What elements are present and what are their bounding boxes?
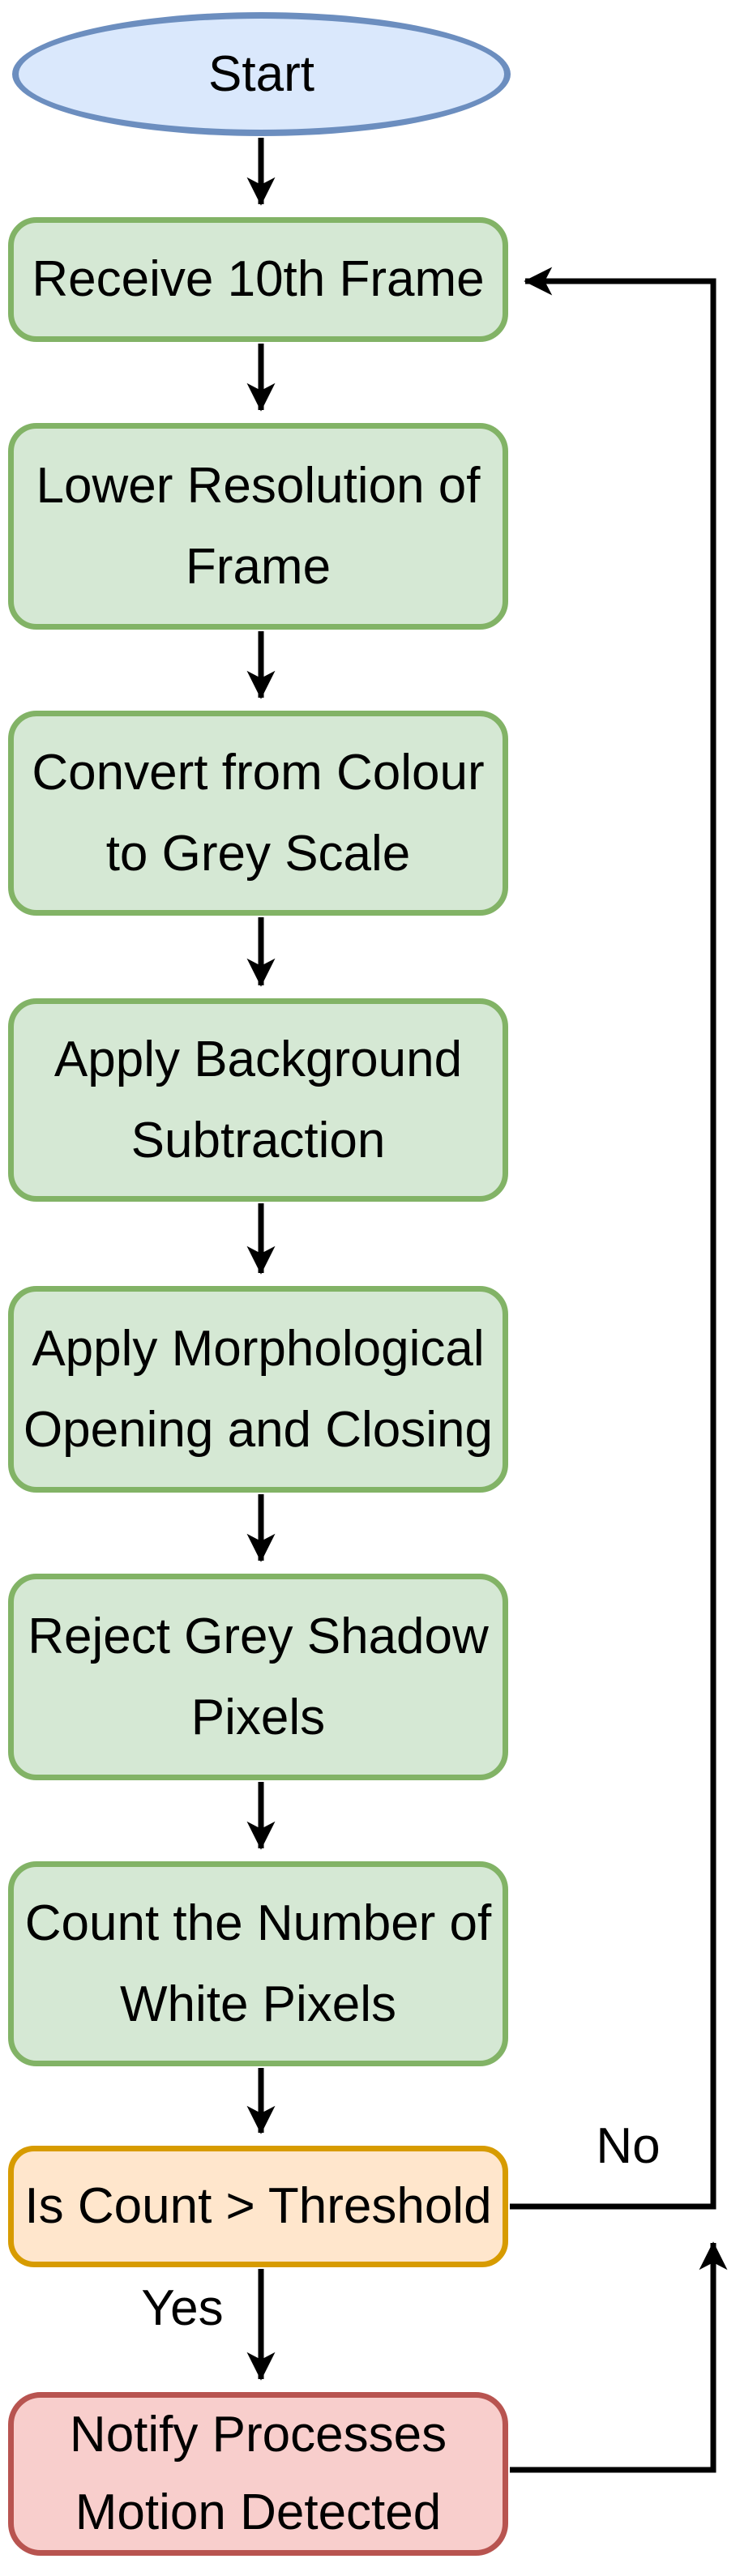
edge-notify-return-loop	[510, 2241, 728, 2473]
node-convert-to-grey-scale: Convert from Colour to Grey Scale	[8, 711, 508, 916]
node-receive-10th-frame: Receive 10th Frame	[8, 217, 508, 342]
node-lower-resolution: Lower Resolution of Frame	[8, 423, 508, 630]
edge-no-loop	[510, 267, 716, 2210]
node-count-white-pixels: Count the Number of White Pixels	[8, 1861, 508, 2066]
node-start: Start	[12, 12, 511, 136]
node-reject-grey-shadow-pixels: Reject Grey Shadow Pixels	[8, 1574, 508, 1780]
edge-label-no: No	[596, 2118, 661, 2174]
node-apply-background-subtraction: Apply Background Subtraction	[8, 998, 508, 1202]
node-apply-morphological-opening-closing: Apply Morphological Opening and Closing	[8, 1286, 508, 1493]
edge-label-yes: Yes	[141, 2280, 224, 2336]
node-is-count-threshold-decision: Is Count > Threshold	[8, 2146, 508, 2267]
node-notify-motion-detected: Notify Processes Motion Detected	[8, 2392, 508, 2556]
